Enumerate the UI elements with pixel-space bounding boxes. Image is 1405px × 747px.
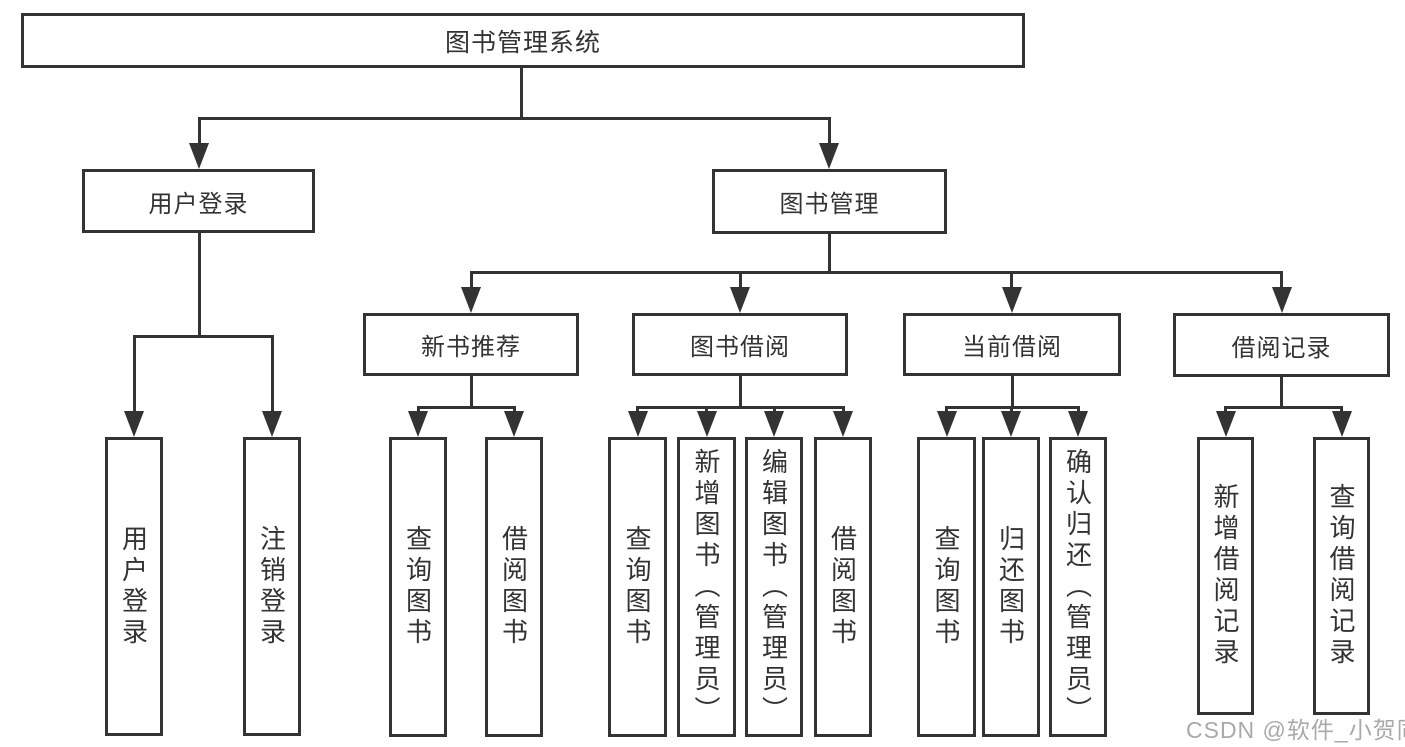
- connector-line: [773, 406, 776, 415]
- arrowhead-icon: [937, 411, 957, 437]
- connector-line: [636, 406, 845, 409]
- connector-line: [198, 117, 201, 147]
- connector-line: [520, 68, 523, 118]
- node-label: 注销登录: [256, 524, 287, 649]
- connector-line: [705, 406, 708, 415]
- connector-line: [1340, 406, 1343, 415]
- connector-line: [1010, 271, 1013, 291]
- connector-line: [636, 406, 639, 415]
- connector-line: [1224, 406, 1343, 409]
- node-library-management-system: 图书管理系统: [21, 13, 1025, 68]
- leaf-confirm-return-admin: 确认归还（管理员）: [1049, 437, 1107, 737]
- node-label: 新增图书（管理员）: [691, 447, 721, 727]
- arrowhead-icon: [1068, 411, 1088, 437]
- arrowhead-icon: [408, 411, 428, 437]
- leaf-return-books: 归还图书: [982, 437, 1040, 737]
- connector-line: [1077, 406, 1080, 415]
- node-label: 借阅图书: [827, 525, 858, 649]
- node-user-login: 用户登录: [82, 169, 315, 233]
- connector-line: [417, 406, 420, 415]
- connector-line: [842, 406, 845, 415]
- arrowhead-icon: [697, 411, 717, 437]
- connector-line: [739, 271, 742, 291]
- arrowhead-icon: [1272, 287, 1292, 313]
- leaf-query-books: 查询图书: [917, 437, 976, 737]
- arrowhead-icon: [628, 411, 648, 437]
- node-new-book-recommendation: 新书推荐: [363, 313, 579, 376]
- node-label: 新增借阅记录: [1210, 483, 1240, 669]
- leaf-query-books: 查询图书: [608, 437, 667, 737]
- connector-line: [470, 376, 473, 409]
- arrowhead-icon: [461, 287, 481, 313]
- arrowhead-icon: [1332, 411, 1352, 437]
- arrowhead-icon: [730, 287, 750, 313]
- connector-line: [470, 271, 473, 291]
- leaf-edit-books-admin: 编辑图书（管理员）: [745, 437, 803, 737]
- node-label: 用户登录: [148, 190, 249, 218]
- node-label: 查询图书: [931, 525, 961, 649]
- node-label: 借阅记录: [1231, 334, 1332, 362]
- leaf-query-books: 查询图书: [389, 437, 447, 737]
- node-label: 借阅图书: [498, 525, 529, 649]
- leaf-borrow-books: 借阅图书: [814, 437, 872, 737]
- arrowhead-icon: [819, 143, 839, 169]
- connector-line: [133, 335, 136, 413]
- connector-line: [1224, 406, 1227, 415]
- node-current-borrowing: 当前借阅: [903, 313, 1121, 376]
- connector-line: [417, 406, 516, 409]
- node-borrowing-records: 借阅记录: [1173, 313, 1390, 377]
- connector-line: [513, 406, 516, 415]
- connector-line: [271, 335, 274, 413]
- node-label: 图书借阅: [690, 334, 790, 361]
- connector-line: [470, 271, 1283, 274]
- arrowhead-icon: [504, 411, 524, 437]
- node-label: 图书管理: [779, 191, 880, 218]
- connector-line: [739, 376, 742, 409]
- arrowhead-icon: [1002, 287, 1022, 313]
- arrowhead-icon: [833, 411, 853, 437]
- leaf-add-books-admin: 新增图书（管理员）: [677, 437, 736, 737]
- connector-line: [828, 234, 831, 274]
- node-label: 查询借阅记录: [1326, 483, 1356, 669]
- connector-line: [1010, 406, 1013, 415]
- arrowhead-icon: [189, 143, 209, 169]
- node-label: 归还图书: [995, 525, 1026, 649]
- connector-line: [1280, 377, 1283, 409]
- node-label: 编辑图书（管理员）: [758, 447, 789, 727]
- connector-line: [1011, 376, 1014, 409]
- node-label: 确认归还（管理员）: [1062, 447, 1093, 727]
- leaf-query-borrow-record: 查询借阅记录: [1313, 437, 1370, 715]
- leaf-user-login: 用户登录: [105, 437, 163, 736]
- leaf-logout: 注销登录: [243, 437, 301, 736]
- connector-line: [198, 233, 201, 338]
- arrowhead-icon: [124, 411, 144, 437]
- arrowhead-icon: [1001, 411, 1021, 437]
- node-label: 查询图书: [402, 525, 433, 649]
- node-book-borrowing: 图书借阅: [632, 313, 848, 376]
- leaf-borrow-books: 借阅图书: [485, 437, 543, 737]
- node-label: 当前借阅: [962, 334, 1062, 361]
- leaf-add-borrow-record: 新增借阅记录: [1197, 437, 1254, 715]
- arrowhead-icon: [262, 411, 282, 437]
- csdn-watermark: CSDN @软件_小贺同学: [1186, 717, 1405, 743]
- connector-line: [198, 117, 831, 120]
- node-label: 查询图书: [622, 525, 652, 649]
- connector-line: [133, 335, 274, 338]
- node-label: 图书管理系统: [444, 28, 601, 57]
- connector-line: [1280, 271, 1283, 291]
- node-label: 新书推荐: [421, 334, 521, 361]
- node-book-management: 图书管理: [712, 169, 947, 234]
- arrowhead-icon: [1216, 411, 1236, 437]
- arrowhead-icon: [764, 411, 784, 437]
- node-label: 用户登录: [118, 524, 149, 649]
- connector-line: [945, 406, 948, 415]
- connector-line: [828, 117, 831, 147]
